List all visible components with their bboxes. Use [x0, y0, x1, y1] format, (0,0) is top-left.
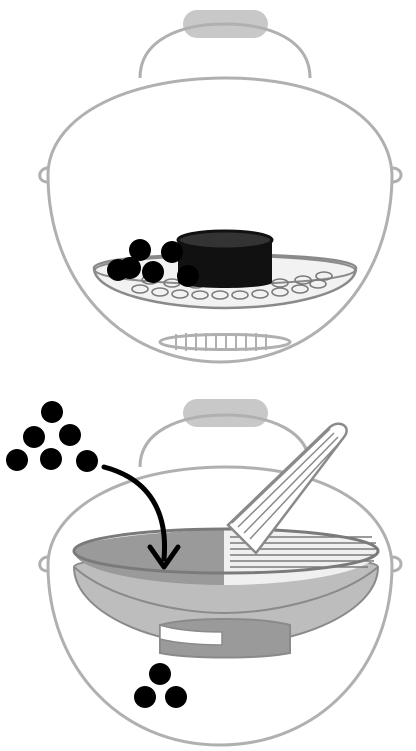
step-2-illustration [0, 375, 416, 751]
falling-coals [6, 401, 98, 472]
step-1-panel [0, 0, 416, 375]
coal-icon [59, 424, 81, 446]
coal-icon [23, 426, 45, 448]
kettle-body [48, 78, 392, 362]
lid-handle [183, 399, 268, 427]
coal-icon [149, 663, 171, 685]
step-1-illustration [0, 0, 416, 375]
coal-icon [165, 686, 187, 708]
coal-icon [41, 401, 63, 423]
coal-icon [40, 448, 62, 470]
water-pan-rim [178, 231, 272, 249]
coal-icon [161, 241, 183, 263]
step-2-panel [0, 375, 416, 751]
coal-icon [107, 259, 129, 281]
coal-icon [6, 449, 28, 471]
coal-icon [177, 265, 199, 287]
coal-icon [134, 686, 156, 708]
coal-icon [76, 450, 98, 472]
coal-icon [142, 261, 164, 283]
